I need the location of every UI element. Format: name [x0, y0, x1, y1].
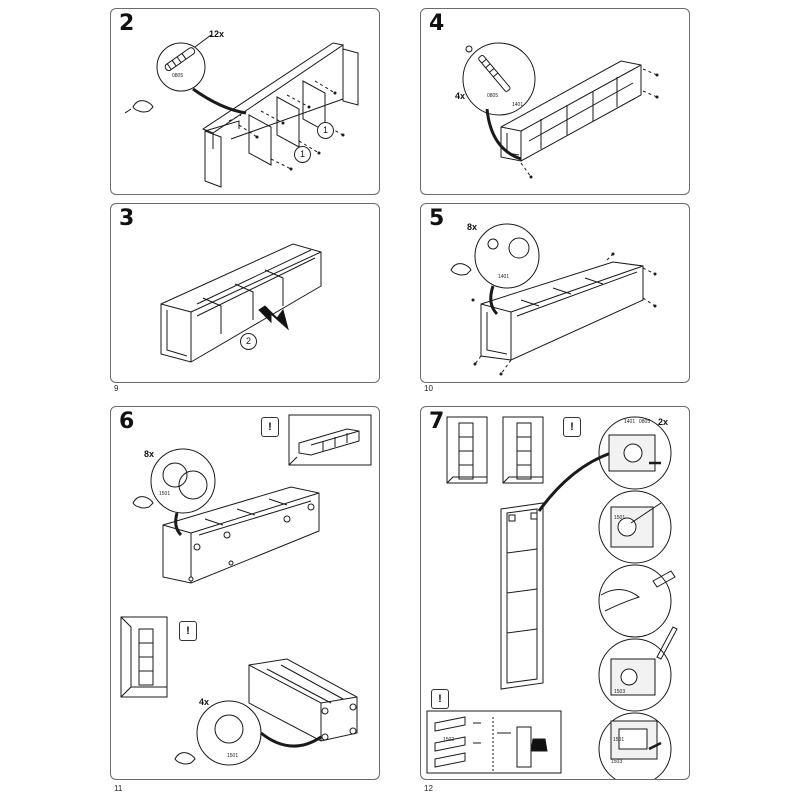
part-number: 1501: [227, 753, 239, 759]
part-number: 1401: [624, 419, 636, 425]
page-number: 9: [114, 384, 119, 393]
step-number: 7: [429, 409, 445, 434]
part-number: 1501: [613, 737, 625, 743]
part-number: 0805: [487, 93, 499, 99]
step-3-illustration: [160, 243, 322, 363]
quantity-label: 2x: [658, 417, 669, 427]
step-4-illustration: [462, 42, 659, 179]
step-number: 5: [429, 206, 445, 231]
step-number: 3: [119, 206, 135, 231]
step-5-panel: 5 8x 1401: [420, 203, 690, 383]
part-number: 1502: [443, 737, 455, 743]
step-6-illustration: [120, 414, 372, 766]
callout-marker: 1: [317, 122, 334, 139]
part-number: 1503: [614, 689, 626, 695]
quantity-label: 4x: [455, 91, 466, 101]
info-icon: !: [431, 689, 449, 709]
step-6-panel: 6 ! 8x 4x !: [110, 406, 380, 780]
info-icon: !: [179, 621, 197, 641]
quantity-label: 8x: [144, 449, 155, 459]
part-number: 1503: [611, 759, 623, 765]
page-number: 10: [424, 384, 433, 393]
page-number: 11: [114, 784, 123, 793]
quantity-label: 8x: [467, 222, 478, 232]
part-number: 1501: [614, 515, 626, 521]
step-5-illustration: [450, 223, 657, 376]
step-7-panel: 7 2x ! !: [420, 406, 690, 780]
part-number: 0805: [639, 419, 651, 425]
part-number: 1501: [159, 491, 171, 497]
callout-marker: 2: [240, 333, 257, 350]
callout-marker: 1: [294, 146, 311, 163]
step-2-illustration: [124, 34, 359, 188]
step-number: 6: [119, 409, 135, 434]
step-4-panel: 4 4x 0805 1401: [420, 8, 690, 195]
step-7-illustration: [426, 416, 678, 779]
part-number: 1401: [512, 102, 524, 108]
step-3-panel: 3 2: [110, 203, 380, 383]
step-number: 2: [119, 11, 135, 36]
part-number: 0805: [172, 73, 184, 79]
quantity-label: 12x: [209, 29, 225, 39]
page-number: 12: [424, 784, 433, 793]
step-number: 4: [429, 11, 445, 36]
part-number: 1401: [498, 274, 510, 280]
info-icon: !: [563, 417, 581, 437]
step-2-panel: 2 12x: [110, 8, 380, 195]
quantity-label: 4x: [199, 697, 210, 707]
info-icon: !: [261, 417, 279, 437]
